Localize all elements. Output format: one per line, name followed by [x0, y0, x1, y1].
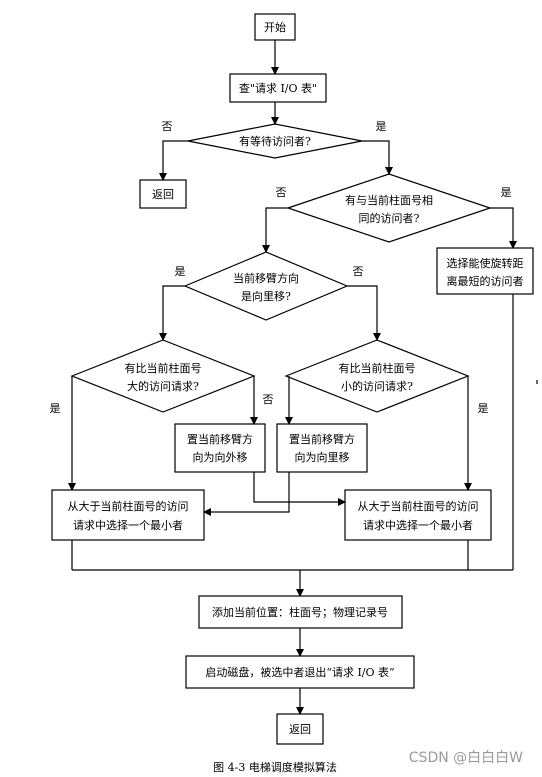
- smaller-request-diamond: [284, 339, 470, 413]
- start-disk-box: [185, 655, 415, 689]
- larger-request-label-2: 大的访问请求?: [127, 379, 199, 393]
- edge-set-out-to-pick-right: [253, 472, 346, 506]
- add-position-label: 添加当前位置：柱面号；物理记录号: [212, 605, 388, 619]
- rotation-label-1: 选择能使旋转距: [447, 256, 524, 270]
- label-no-2: 否: [276, 186, 287, 199]
- set-inward-box: [276, 423, 368, 473]
- pick-left-label-2: 请求中选择一个最小者: [73, 518, 183, 532]
- pick-left-box: [51, 489, 205, 541]
- larger-request-label-1: 有比当前柱面号: [125, 361, 202, 375]
- arm-direction-label-2: 是向里移?: [241, 289, 291, 303]
- label-yes-4: 是: [50, 402, 61, 415]
- edge-same-cyl-no: [262, 207, 288, 253]
- larger-request-diamond: [70, 339, 256, 413]
- rotation-label-2: 离最短的访问者: [447, 274, 524, 288]
- start-disk-label: 启动磁盘，被选中者退出“请求 I/O 表”: [205, 665, 394, 679]
- same-cylinder-label-2: 同的访问者?: [359, 211, 420, 225]
- label-no-3: 否: [353, 265, 364, 278]
- figure-caption: 图 4-3 电梯调度模拟算法: [213, 760, 337, 774]
- edge-arm-yes: [159, 285, 185, 341]
- set-inward-label-1: 置当前移臂方: [289, 432, 355, 446]
- return-top-box: [139, 179, 187, 209]
- pick-right-label-2: 请求中选择一个最小者: [363, 518, 473, 532]
- edge-same-cyl-yes: [490, 207, 517, 249]
- label-yes-2: 是: [501, 186, 512, 199]
- query-io-label: 查"请求 I/O 表": [239, 81, 317, 95]
- label-yes-3: 是: [175, 265, 186, 278]
- smaller-request-label-1: 有比当前柱面号: [339, 361, 416, 375]
- return-end-label: 返回: [289, 723, 311, 736]
- smaller-request-label-2: 小的访问请求?: [341, 379, 413, 393]
- label-no-1: 否: [162, 120, 173, 133]
- label-yes-1: 是: [376, 120, 387, 133]
- return-top-label: 返回: [152, 188, 174, 201]
- set-outward-label-1: 置当前移臂方: [187, 432, 253, 446]
- start-label: 开始: [264, 20, 286, 34]
- edge-waiting-yes: [362, 140, 393, 175]
- set-inward-label-2: 向为向里移: [295, 450, 350, 464]
- add-position-box: [198, 595, 403, 629]
- watermark: CSDN @白白白W: [409, 750, 523, 766]
- pick-right-box: [344, 489, 492, 541]
- set-outward-box: [174, 423, 266, 473]
- edge-set-in-to-pick-left: [203, 472, 290, 516]
- has-waiting-label: 有等待访问者?: [239, 134, 311, 148]
- arm-direction-label-1: 当前移臂方向: [233, 271, 299, 285]
- pick-right-label-1: 从大于当前柱面号的访问: [358, 499, 479, 513]
- same-cylinder-diamond: [286, 173, 492, 243]
- arm-direction-diamond: [183, 251, 349, 321]
- query-io-box: [229, 73, 327, 103]
- set-outward-label-2: 向为向外移: [193, 450, 248, 464]
- edge-arm-no: [347, 285, 381, 341]
- edge-waiting-no: [159, 140, 188, 181]
- label-yes-5: 是: [478, 402, 489, 415]
- pick-left-label-1: 从大于当前柱面号的访问: [68, 499, 189, 513]
- same-cylinder-label-1: 有与当前柱面号相: [345, 193, 433, 207]
- connectors: [68, 40, 538, 715]
- label-no-4: 否: [263, 393, 274, 406]
- return-end-box: [276, 713, 324, 745]
- rotation-box: [436, 247, 534, 295]
